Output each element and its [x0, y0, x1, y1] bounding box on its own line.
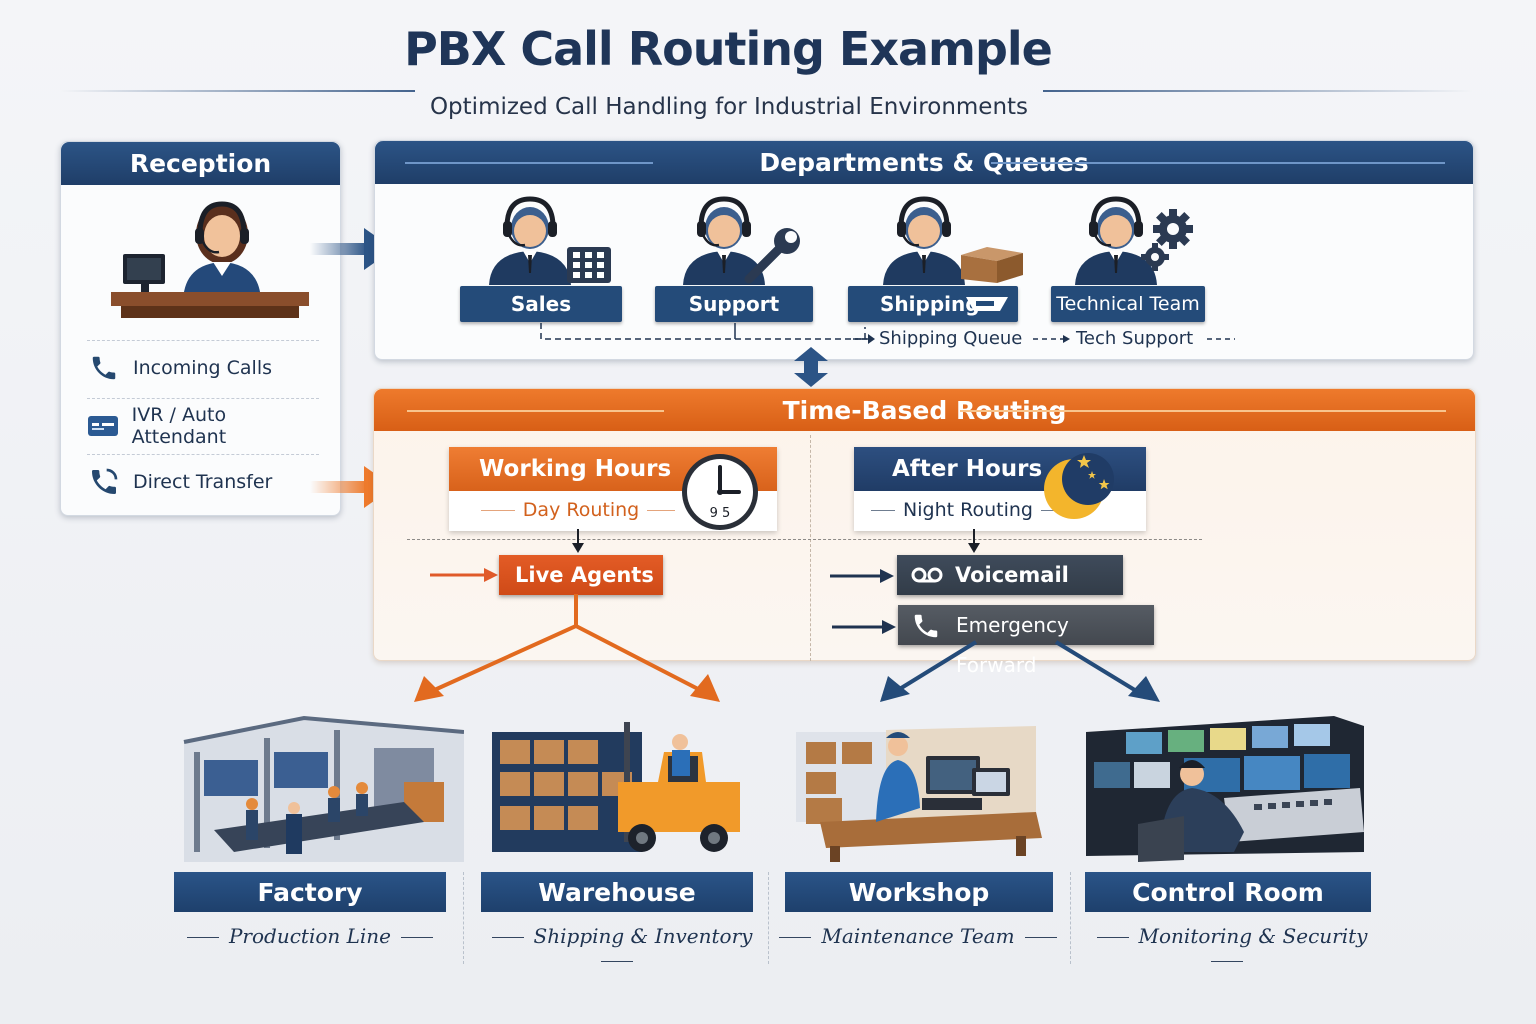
- time-routing-panel: Time-Based Routing Working Hours Day Rou…: [373, 388, 1476, 677]
- reception-item-ivr: IVR / Auto Attendant: [87, 404, 319, 448]
- reception-item-incoming-calls: Incoming Calls: [87, 348, 319, 388]
- tb-rule-left: [407, 410, 664, 412]
- dept-shipping-button[interactable]: Shipping: [848, 286, 1018, 322]
- day-down-arrow: [572, 529, 584, 553]
- location-workshop-title: Workshop: [785, 872, 1053, 912]
- wrench-icon: [744, 228, 800, 284]
- technical-agent-illustration: [1075, 196, 1193, 285]
- head-rule-right: [991, 162, 1445, 164]
- queue-shipping: Shipping Queue: [879, 328, 1023, 349]
- live-agents-in-arrow: [430, 568, 498, 582]
- title-rule-right: [1043, 90, 1473, 92]
- sales-agent-illustration: [489, 196, 611, 285]
- title-rule-left: [60, 90, 415, 92]
- day-routing-label: Day Routing: [449, 499, 777, 521]
- reception-item-label: Incoming Calls: [133, 357, 273, 379]
- reception-item-label: Direct Transfer: [133, 471, 273, 493]
- reception-divider: [87, 398, 319, 399]
- factory-illustration: [183, 715, 464, 862]
- night-down-arrow: [968, 529, 980, 553]
- day-night-divider: [810, 435, 811, 661]
- location-factory-title: Factory: [174, 872, 446, 912]
- reception-divider: [87, 340, 319, 341]
- reception-title: Reception: [61, 142, 340, 185]
- reception-panel: Reception Incoming Calls IVR / Auto A: [60, 141, 341, 516]
- page-subtitle: Optimized Call Handling for Industrial E…: [429, 94, 1029, 120]
- voicemail-in-arrow: [830, 569, 894, 583]
- truck-icon: [966, 297, 1008, 311]
- reception-divider: [87, 454, 319, 455]
- location-factory-sub: Production Line: [160, 924, 460, 948]
- tb-rule-right: [960, 410, 1446, 412]
- gear-icon: [1141, 209, 1193, 271]
- workshop-illustration: [796, 726, 1042, 862]
- emergency-in-arrow: [832, 620, 896, 634]
- night-routing-label: Night Routing: [854, 499, 1146, 521]
- location-separator: [463, 872, 464, 964]
- box-icon: [961, 247, 1023, 283]
- location-workshop-sub: Maintenance Team: [768, 924, 1068, 948]
- location-control-room-title: Control Room: [1085, 872, 1371, 912]
- page-title: PBX Call Routing Example: [404, 22, 1053, 76]
- queue-tech-support: Tech Support: [1076, 328, 1194, 349]
- reception-item-direct-transfer: Direct Transfer: [87, 462, 319, 502]
- svg-text:9 5: 9 5: [710, 506, 731, 521]
- phone-icon: [87, 351, 121, 385]
- receptionist-illustration: [111, 201, 309, 318]
- location-warehouse-title: Warehouse: [481, 872, 753, 912]
- shipping-agent-illustration: [883, 196, 1023, 285]
- dept-technical-team-button[interactable]: Technical Team: [1051, 286, 1205, 322]
- support-agent-illustration: [683, 196, 800, 285]
- live-agents-button[interactable]: Live Agents: [499, 555, 663, 595]
- location-warehouse-sub: Shipping & Inventory: [467, 924, 767, 972]
- clock-icon: 9 5: [682, 454, 758, 530]
- voicemail-button[interactable]: Voicemail: [897, 555, 1123, 595]
- location-control-room-sub: Monitoring & Security: [1072, 924, 1382, 972]
- warehouse-illustration: [492, 722, 740, 852]
- reception-item-label: IVR / Auto Attendant: [131, 404, 227, 448]
- location-separator: [768, 872, 769, 964]
- dept-sales-button[interactable]: Sales: [460, 286, 622, 322]
- queue-connectors: [540, 323, 1235, 344]
- dept-support-button[interactable]: Support: [655, 286, 813, 322]
- location-separator: [1070, 872, 1071, 964]
- head-rule-left: [405, 162, 653, 164]
- phone-transfer-icon: [87, 465, 121, 499]
- keypad-icon: [567, 247, 611, 283]
- departments-panel: Departments & Queues: [374, 140, 1474, 360]
- control-room-illustration: [1086, 716, 1364, 862]
- bidirectional-arrow: [794, 347, 828, 387]
- moon-icon: [1044, 453, 1114, 519]
- emergency-forward-button[interactable]: Emergency Forward: [898, 605, 1154, 677]
- routing-split-line: [407, 539, 1202, 540]
- routing-distribution-arrows: [414, 594, 1160, 702]
- keypad-card-icon: [87, 409, 120, 443]
- voicemail-icon: [911, 567, 943, 583]
- phone-icon: [914, 614, 938, 638]
